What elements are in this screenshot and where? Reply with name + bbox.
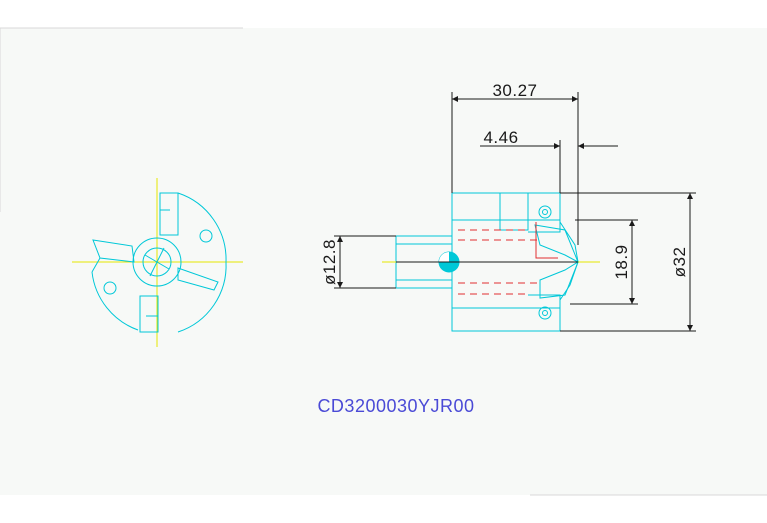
side-view-pocket-top <box>499 192 529 231</box>
part-number-label: CD3200030YJR00 <box>317 396 474 416</box>
side-view-tip-upper <box>534 224 579 264</box>
end-view-edge <box>91 257 101 273</box>
side-view-insert-bottom <box>528 294 561 332</box>
end-view-flute-top <box>159 192 179 236</box>
dim-overall-length-text: 30.27 <box>492 81 537 100</box>
side-view-insert-top <box>528 192 561 233</box>
dim-shank-diameter-text: ø12.8 <box>320 239 339 285</box>
side-view-screw-bottom-inner <box>542 310 548 316</box>
side-view-screw-top-inner <box>542 209 548 215</box>
side-view-tip-lower <box>539 260 580 299</box>
dimensions <box>334 92 696 332</box>
dim-inner-height-text: 18.9 <box>612 244 631 279</box>
end-view <box>72 178 243 347</box>
end-view-hole-right <box>199 229 213 243</box>
side-view-screw-top <box>538 205 552 219</box>
end-view-outer-arc-top <box>177 192 227 263</box>
side-view-red-outline <box>535 222 558 259</box>
side-view-hidden-lines <box>458 229 540 295</box>
end-view-flute-bottom <box>139 295 159 333</box>
dim-body-diameter-text: ø32 <box>670 247 689 278</box>
dim-tip-length-text: 4.46 <box>483 128 518 147</box>
end-view-hole-left <box>103 281 117 295</box>
end-view-insert-right <box>177 267 219 291</box>
end-view-hub-cross <box>144 247 170 277</box>
end-view-hub-outer <box>132 237 182 287</box>
end-view-insert-left <box>92 239 135 263</box>
hidden-pocket-outline <box>535 222 558 259</box>
side-view-coolant-hole-quarter <box>439 252 449 262</box>
end-view-outer-arc-right <box>177 261 227 333</box>
end-view-outer-arc-bottom <box>91 271 139 331</box>
side-view-screw-bottom <box>538 306 552 320</box>
end-view-hub-inner <box>142 247 172 277</box>
